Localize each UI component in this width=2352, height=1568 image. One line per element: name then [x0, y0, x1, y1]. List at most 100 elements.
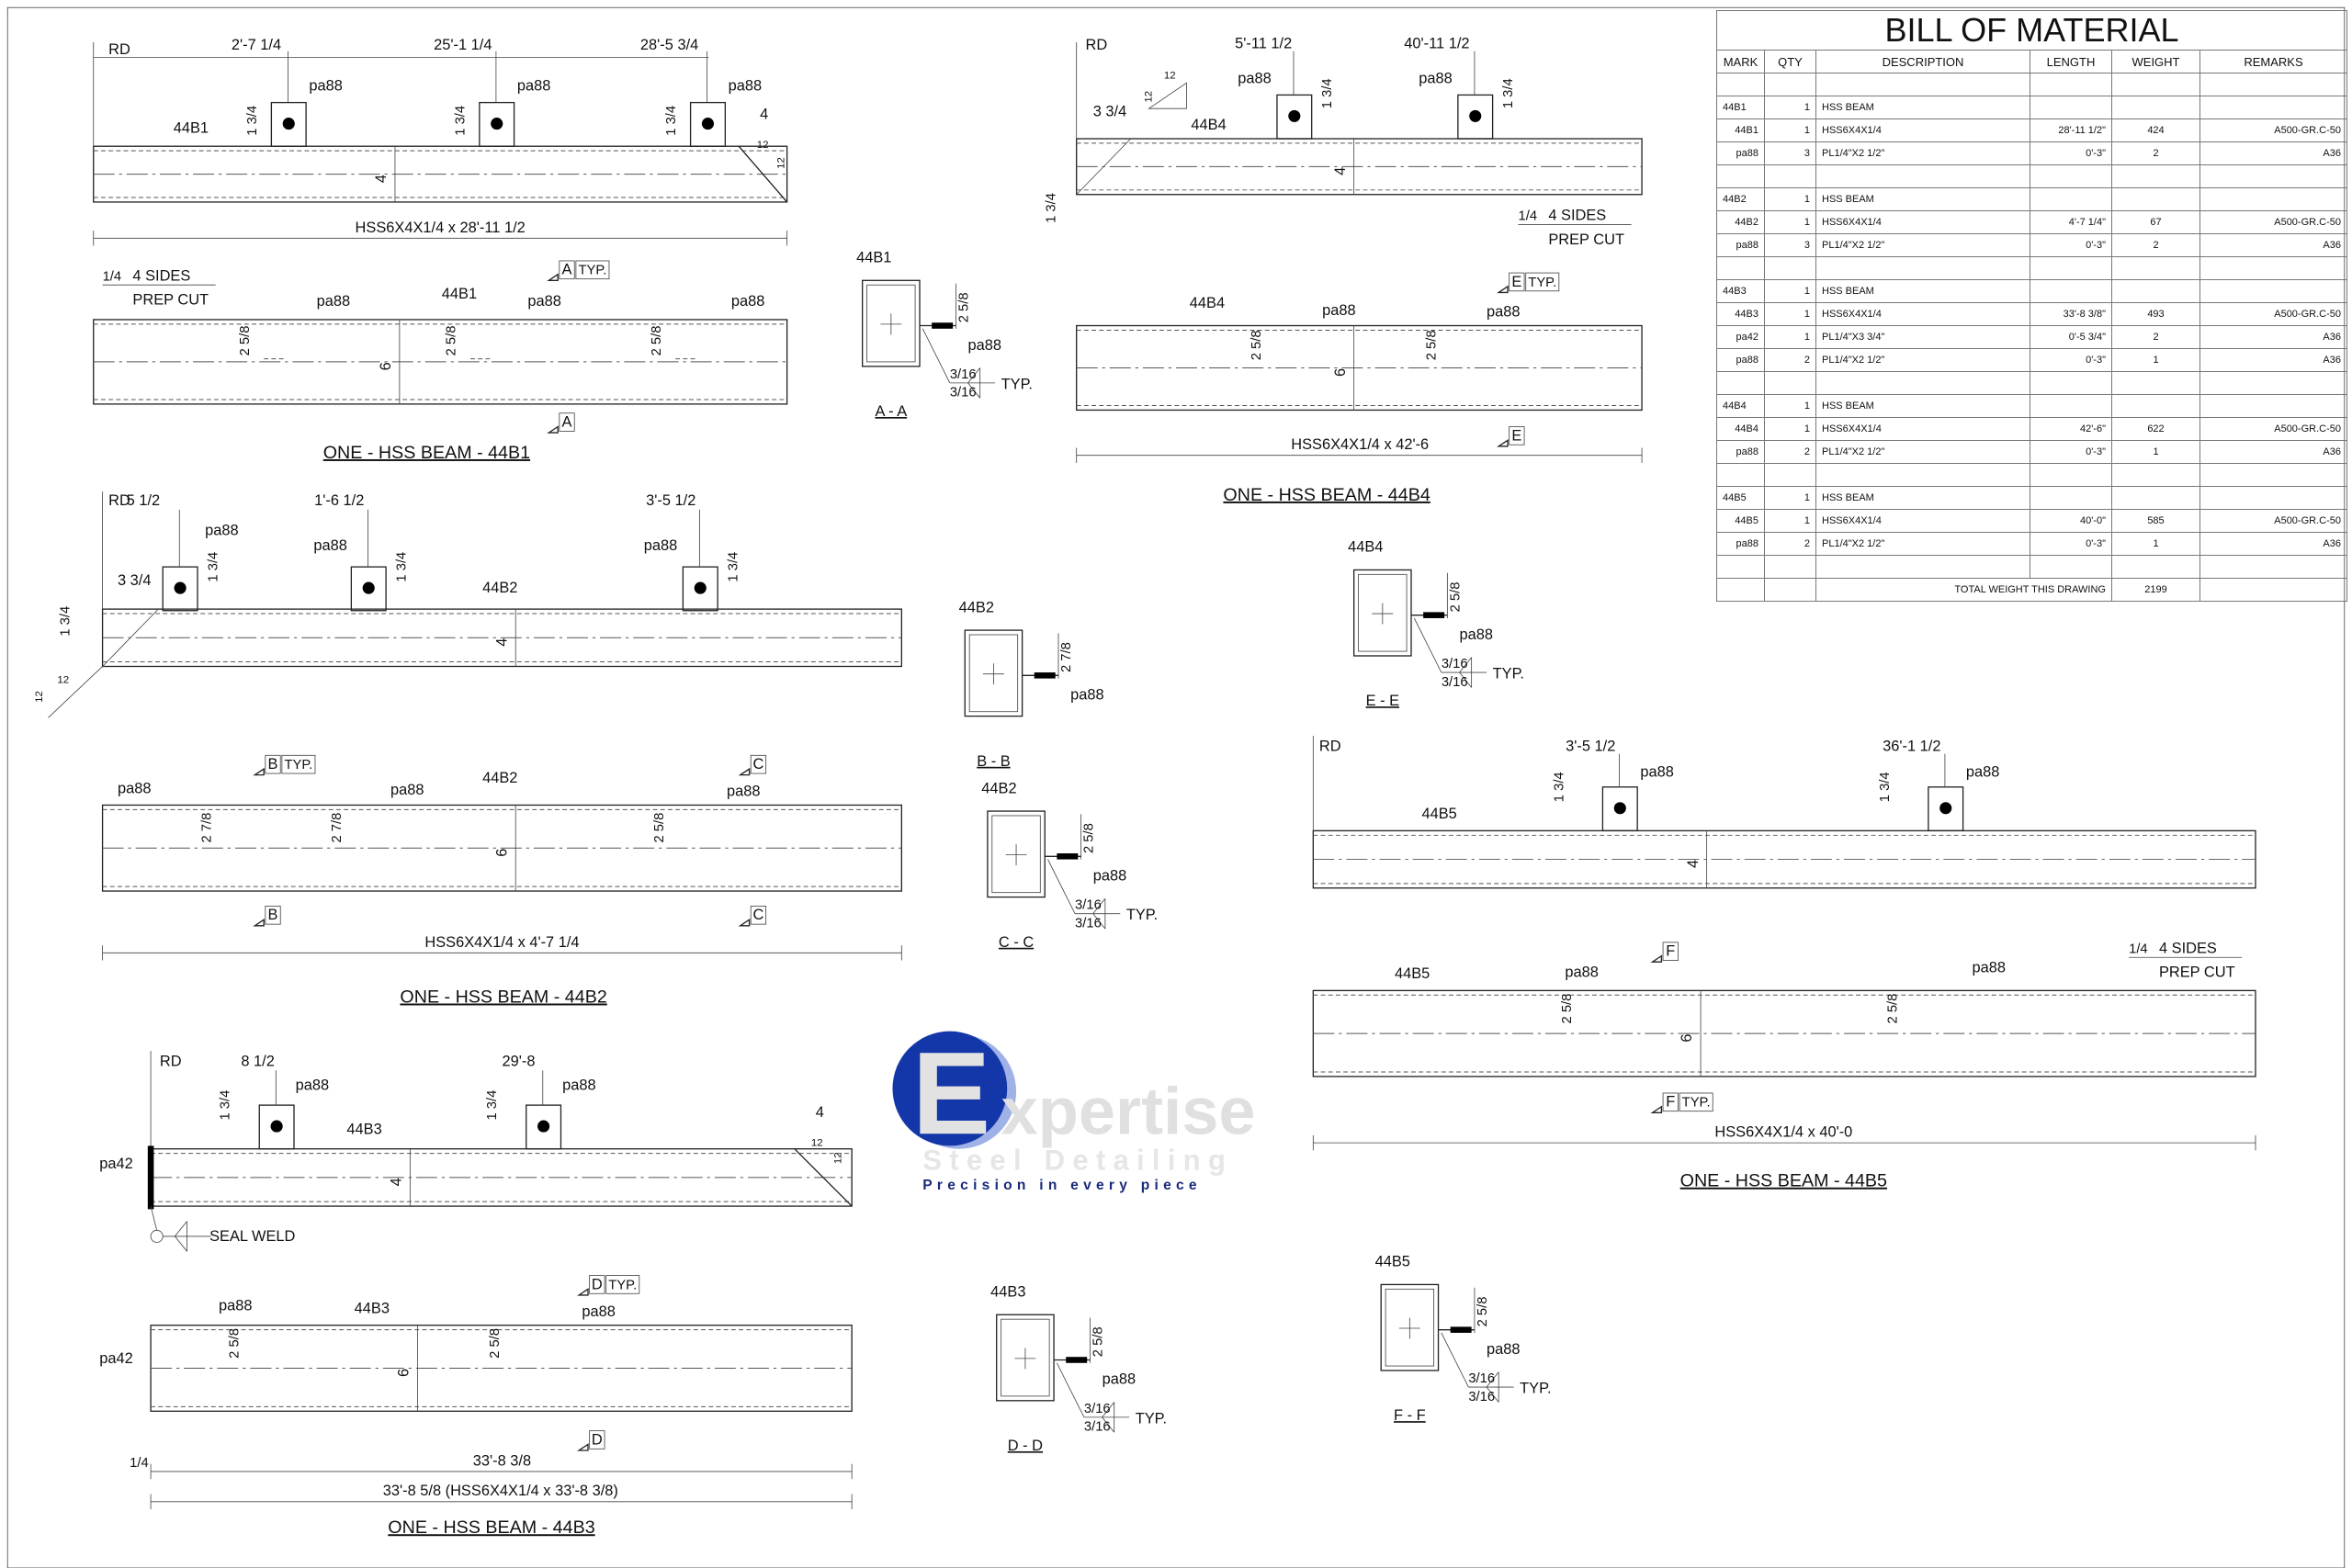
bom-cell-length: 0'-3" [2030, 348, 2112, 372]
drawing-label: 12 [57, 675, 69, 686]
plate-pa88 [1450, 1326, 1472, 1333]
drawing-label: pa88 [562, 1077, 595, 1094]
section-arrow-icon [1650, 1105, 1663, 1113]
section-mark-box [265, 906, 281, 925]
bom-cell-length [2030, 279, 2112, 303]
drawing-label: pa88 [1419, 70, 1452, 86]
bom-header-description: DESCRIPTION [1815, 50, 2030, 73]
bom-header-length: LENGTH [2030, 50, 2112, 73]
section-mark: 44B3 [990, 1284, 1025, 1301]
drawing-label: RD [160, 1053, 182, 1069]
typ-note: TYP. [1126, 907, 1158, 923]
bom-cell-mark: pa88 [1716, 233, 1765, 257]
weld-size: 3/16 [1075, 916, 1102, 931]
fillet-weld-symbol-icon [967, 367, 981, 399]
typ-note: TYP. [1493, 666, 1524, 682]
drawing-label: 2 5/8 [227, 1328, 242, 1359]
bom-cell-remarks [2199, 96, 2347, 119]
logo-subtitle: Steel Detailing [922, 1145, 1233, 1177]
bom-cell-length: 28'-11 1/2" [2030, 118, 2112, 142]
bom-cell-weight: 1 [2111, 532, 2200, 556]
bom-cell-mark: 44B1 [1716, 118, 1765, 142]
bom-cell-description: PL1/4"X3 3/4" [1815, 325, 2030, 349]
bom-cell-remarks [2199, 73, 2347, 96]
drawing-label: pa88 [1565, 964, 1598, 981]
section-mark: 44B2 [981, 780, 1016, 796]
bom-cell-description: HSS6X4X1/4 [1815, 509, 2030, 533]
drawing-label: 12 [1164, 70, 1176, 81]
drawing-label: 6 [396, 1369, 413, 1377]
bom-cell-remarks: A36 [2199, 440, 2347, 464]
drawing-label: 5'-11 1/2 [1235, 36, 1292, 52]
bom-row [1716, 555, 2347, 579]
bolt-hole-icon [537, 1120, 550, 1133]
bom-cell-mark: pa42 [1716, 325, 1765, 349]
bom-cell-description: HSS BEAM [1815, 96, 2030, 119]
bom-cell-qty: 2 [1764, 348, 1816, 372]
drawing-label: TYP. [1682, 1096, 1711, 1111]
drawing-label: 1 3/4 [394, 552, 409, 582]
bom-cell-mark: 44B4 [1716, 394, 1765, 418]
bom-cell-remarks [2199, 555, 2347, 579]
hss-section [862, 279, 921, 367]
plate-pa88 [1057, 853, 1079, 860]
plate-pa88 [1034, 672, 1056, 679]
drawing-label: 2 5/8 [488, 1328, 503, 1359]
bolt-hole-icon [362, 581, 375, 594]
drawing-label: 12 [811, 1137, 823, 1148]
bom-cell-remarks: A500-GR.C-50 [2199, 118, 2347, 142]
typ-note: TYP. [1001, 376, 1033, 392]
drawing-label: 1/4 [130, 1456, 149, 1471]
section-mark-box [559, 412, 575, 432]
bom-cell-remarks [2199, 394, 2347, 418]
section-mark-box [589, 1275, 605, 1294]
skew-cut [48, 608, 159, 718]
section-arrow-icon [738, 767, 751, 776]
section-mark-box [750, 754, 767, 774]
drawing-label: PREP CUT [1548, 231, 1624, 248]
dimension-text: HSS6X4X1/4 x 40'-0 [1714, 1124, 1852, 1141]
drawing-label: 40'-11 1/2 [1404, 36, 1469, 52]
drawing-label: 6 [378, 362, 394, 370]
drawing-label: TYP. [284, 758, 312, 773]
drawing-label: 1 3/4 [485, 1090, 500, 1121]
drawing-label: 12 [34, 691, 45, 703]
plate-pa88 [1066, 1357, 1088, 1363]
drawing-label: 2 7/8 [200, 813, 215, 843]
drawing-label: 1 3/4 [453, 106, 468, 136]
drawing-label: pa88 [1322, 302, 1355, 319]
bom-cell-qty [1764, 555, 1816, 579]
drawing-label: RD [108, 41, 130, 58]
drawing-label: 44B1 [174, 119, 209, 136]
bom-cell-remarks: A500-GR.C-50 [2199, 302, 2347, 326]
bom-cell-length: 33'-8 3/8" [2030, 302, 2112, 326]
bom-cell-description: HSS BEAM [1815, 187, 2030, 211]
drawing-label: TYP. [578, 264, 606, 278]
drawing-label: 12 [833, 1152, 844, 1164]
drawing-label: E [1511, 274, 1521, 290]
hss-section-inner [1385, 1288, 1435, 1367]
fillet-weld-symbol-icon [175, 1221, 187, 1252]
bom-cell-mark: pa88 [1716, 532, 1765, 556]
hss-section-inner [1358, 573, 1408, 652]
bom-cell-weight: 1 [2111, 440, 2200, 464]
drawing-label: pa88 [390, 782, 424, 798]
drawing-label: RD [108, 492, 130, 509]
drawing-label: 2 5/8 [1476, 1297, 1490, 1327]
drawing-label: pa88 [1640, 763, 1673, 780]
bom-cell-description: PL1/4"X2 1/2" [1815, 141, 2030, 165]
plate-pa88 [1423, 612, 1445, 618]
weld-size: 3/16 [1084, 1420, 1111, 1435]
bolt-hole-icon [694, 581, 707, 594]
bom-cell-qty: 1 [1764, 417, 1816, 441]
bom-cell-description [1815, 371, 2030, 395]
bom-cell-remarks [2199, 371, 2347, 395]
bom-cell-qty: 1 [1764, 96, 1816, 119]
weld-size: 3/16 [1468, 1371, 1495, 1386]
bom-cell-mark [1716, 371, 1765, 395]
bom-cell-description: HSS6X4X1/4 [1815, 118, 2030, 142]
bom-cell [2199, 578, 2347, 602]
